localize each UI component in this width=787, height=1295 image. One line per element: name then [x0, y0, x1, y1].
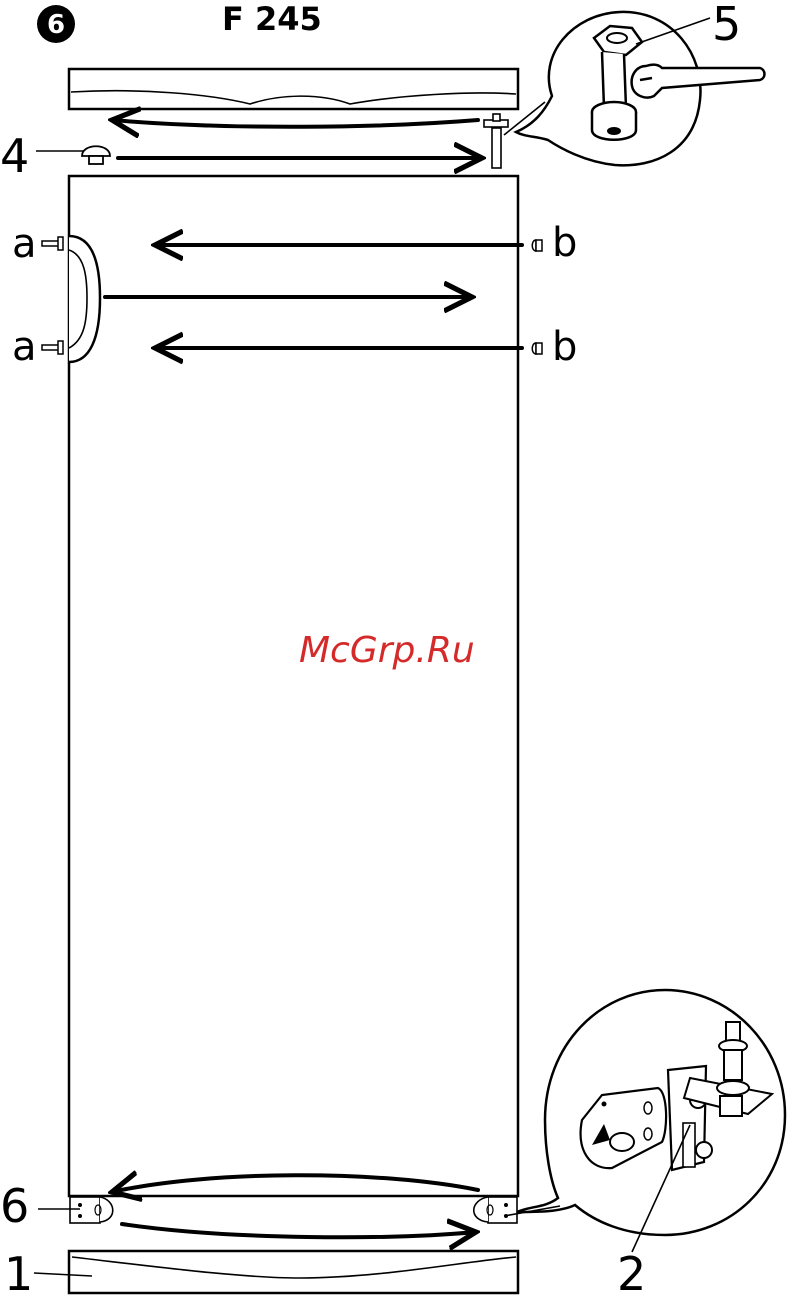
callout-4: 4 — [0, 129, 29, 183]
label-b-lower: b — [552, 324, 577, 370]
step-number: 6 — [47, 10, 65, 40]
screw-a-upper — [42, 237, 63, 250]
callout-2: 2 — [617, 1247, 646, 1295]
label-a-lower: a — [12, 324, 37, 370]
model-title: F 245 — [222, 0, 322, 38]
door-panel — [69, 176, 518, 1196]
hinge-bracket-detail-bubble — [504, 990, 785, 1235]
base-grille — [69, 1251, 518, 1293]
arrow-bottom-hinge-right — [122, 1224, 476, 1237]
top-cover — [69, 69, 518, 109]
label-a-upper: a — [12, 221, 37, 267]
bottom-hinge-left — [70, 1197, 113, 1223]
callout-5: 5 — [712, 0, 741, 51]
top-hinge-pin — [484, 114, 508, 168]
arrow-top-cover-left — [112, 120, 478, 127]
plug-b-lower — [532, 343, 542, 354]
screw-a-lower — [42, 341, 63, 354]
callout-6: 6 — [0, 1179, 29, 1233]
pin-cap — [82, 146, 110, 164]
callout-1: 1 — [4, 1247, 33, 1295]
bottom-hinge-right — [474, 1197, 517, 1223]
plug-b-upper — [532, 240, 542, 251]
watermark: McGrp.Ru — [299, 630, 475, 671]
step-badge: 6 — [37, 5, 75, 43]
label-b-upper: b — [552, 220, 577, 266]
